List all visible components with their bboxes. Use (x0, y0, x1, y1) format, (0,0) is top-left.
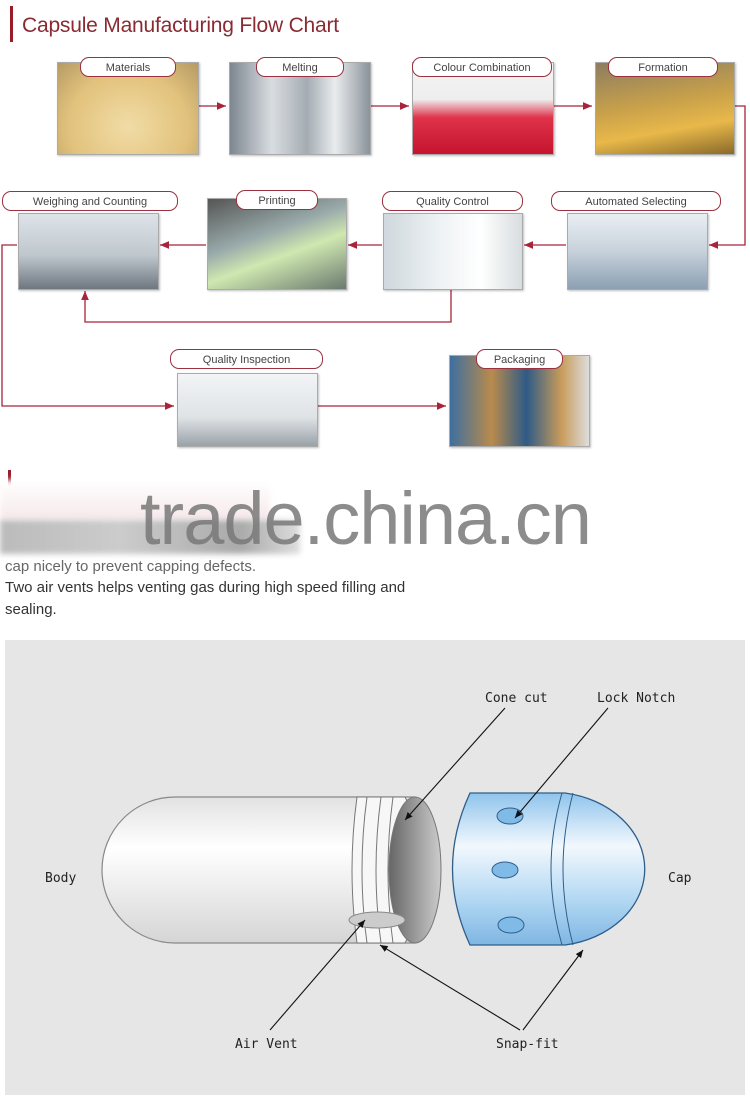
description-line-2: Two air vents helps venting gas during h… (5, 579, 406, 596)
photo-colour-combination (412, 62, 554, 155)
label-cone-cut: Cone cut (485, 691, 548, 706)
description-line-3: sealing. (5, 601, 57, 618)
label-snap-fit: Snap-fit (496, 1037, 559, 1052)
label-lock-notch: Lock Notch (597, 691, 676, 706)
step-label-materials: Materials (80, 57, 176, 77)
step-label-packaging: Packaging (476, 349, 563, 369)
pointer-air-vent (269, 919, 366, 1031)
blurred-heading (0, 480, 270, 520)
step-label-weighing: Weighing and Counting (2, 191, 178, 211)
arrow-formation-selecting (709, 105, 746, 249)
photo-materials (57, 62, 199, 155)
step-label-automated-selecting: Automated Selecting (551, 191, 721, 211)
arrow-qc-loop-weighing (81, 288, 452, 323)
pointer-snap-fit-cap (522, 949, 584, 1031)
step-label-formation: Formation (608, 57, 718, 77)
photo-formation (595, 62, 735, 155)
capsule-cap (451, 792, 646, 946)
photo-weighing (18, 213, 159, 290)
pointer-cone-cut (404, 707, 506, 821)
pointer-lock-notch (514, 707, 609, 819)
pointer-snap-fit-body (379, 944, 521, 1031)
photo-melting (229, 62, 371, 155)
step-label-quality-inspection: Quality Inspection (170, 349, 323, 369)
blurred-text (0, 520, 300, 554)
step-label-colour-combination: Colour Combination (412, 57, 552, 77)
description-line-1: cap nicely to prevent capping defects. (5, 558, 256, 575)
label-body: Body (45, 871, 77, 886)
label-cap: Cap (668, 871, 692, 886)
photo-printing (207, 198, 347, 290)
page-title: Capsule Manufacturing Flow Chart (22, 14, 339, 37)
step-label-melting: Melting (256, 57, 344, 77)
title-accent-bar (10, 6, 13, 42)
photo-automated-selecting (567, 213, 708, 290)
photo-quality-control (383, 213, 523, 290)
step-label-quality-control: Quality Control (382, 191, 523, 211)
flow-arrows (1, 102, 746, 410)
photo-quality-inspection (177, 373, 318, 447)
capsule-diagram: Cone cut Lock Notch Body Cap Air Vent Sn… (5, 640, 745, 1095)
photo-packaging (449, 355, 590, 447)
step-label-printing: Printing (236, 190, 318, 210)
capsule-illustration (101, 707, 646, 1031)
capsule-body (101, 796, 442, 944)
label-air-vent: Air Vent (235, 1037, 298, 1052)
arrow-weighing-inspection (1, 244, 174, 410)
watermark: trade.china.cn (140, 477, 592, 560)
